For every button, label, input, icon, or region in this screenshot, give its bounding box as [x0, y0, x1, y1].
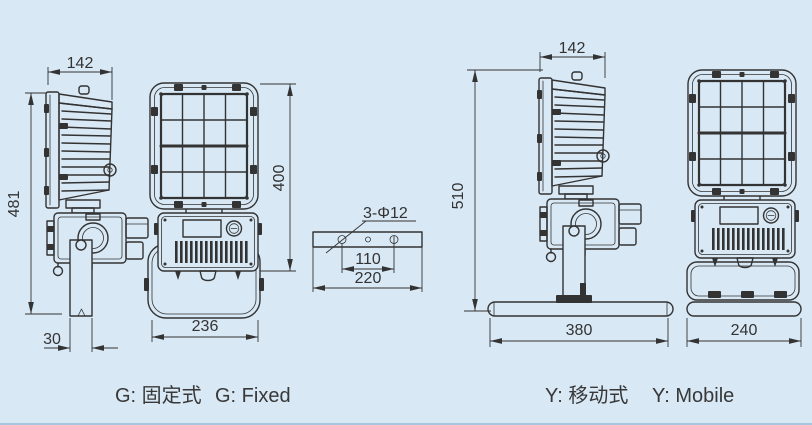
fixed-variant-views [43, 81, 423, 319]
pivot-ball [568, 225, 580, 237]
fixed-mounting-plate [312, 231, 423, 248]
fixed-side-view [43, 85, 149, 317]
dim-mobile-base-width: 240 [731, 322, 758, 339]
caption-fixed-zh: G: 固定式 [115, 384, 202, 407]
dim-fixed-overall-height: 481 [6, 191, 23, 218]
fixed-front-view [144, 81, 264, 319]
mounting-hole [365, 236, 371, 243]
dim-plate-holes-label: 3-Φ12 [363, 205, 408, 222]
dim-fixed-head-depth: 142 [67, 55, 94, 72]
dim-plate-width: 220 [355, 270, 382, 287]
arm-clamp [556, 295, 592, 303]
caption-mobile-zh: Y: 移动式 [545, 384, 628, 407]
dim-mobile-overall-height: 510 [450, 183, 467, 210]
mobile-dimensions: 142 510 380 240 [450, 40, 802, 347]
mounting-plate [312, 231, 423, 248]
mobile-front-view [686, 68, 802, 317]
mounting-arm [69, 239, 93, 317]
dim-plate-hole-pitch: 110 [355, 251, 381, 268]
caption-mobile-en: Y: Mobile [652, 385, 734, 407]
caption-fixed-en: G: Fixed [215, 385, 291, 407]
dim-mobile-head-depth: 142 [559, 40, 586, 57]
dim-fixed-body-height: 400 [271, 165, 288, 192]
dim-mobile-base-length: 380 [566, 322, 593, 339]
page-bottom-edge [0, 423, 812, 425]
base-bracket [686, 261, 800, 301]
mobile-variant-views [487, 68, 802, 317]
base-plate-front [686, 301, 802, 317]
pivot-ball [75, 239, 87, 251]
fixed-dimensions: 142 481 30 400 236 3-Φ12 110 220 [6, 55, 423, 352]
dim-fixed-body-width: 236 [192, 318, 219, 335]
captions: G: 固定式 G: Fixed Y: 移动式 Y: Mobile [115, 384, 734, 407]
dim-fixed-arm-width: 30 [43, 331, 61, 348]
mobile-side-view [487, 71, 674, 317]
base-plate-side [487, 301, 674, 317]
